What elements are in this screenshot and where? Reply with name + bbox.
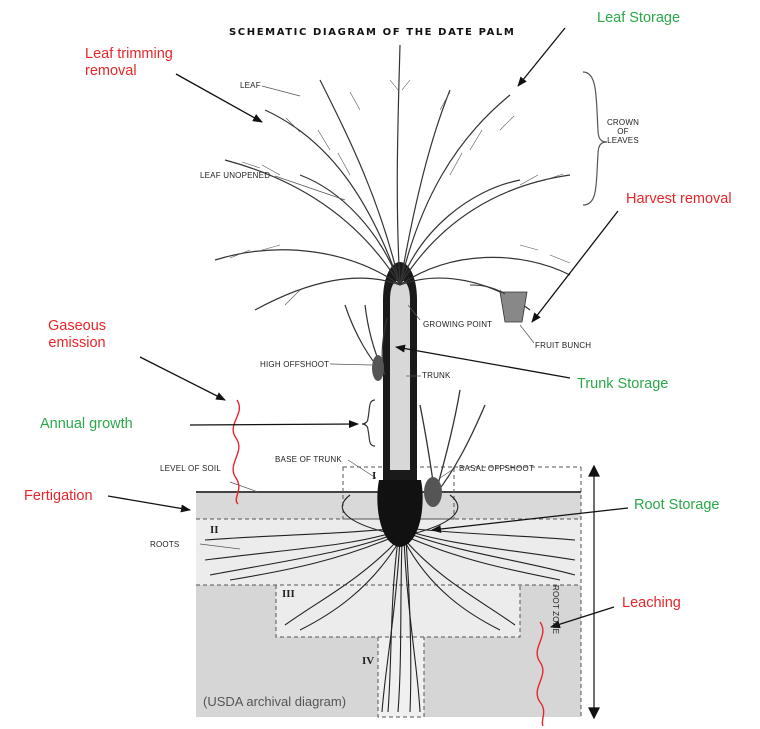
- high-offshoot-body: [372, 355, 384, 381]
- diagram-title: SCHEMATIC DIAGRAM OF THE DATE PALM: [229, 27, 515, 39]
- zone-3-area: [276, 585, 520, 637]
- leaf-part-label: LEAF: [240, 81, 261, 90]
- roots-label: ROOTS: [150, 540, 179, 549]
- trunk: [377, 262, 422, 547]
- fertigation-arrow: [108, 496, 190, 510]
- gaseous-emission-arrow: [140, 357, 225, 400]
- zone-1-numeral: I: [372, 470, 376, 483]
- growing-point-label: GROWING POINT: [423, 320, 492, 329]
- annual-growth-brace: [362, 400, 375, 446]
- trunk-storage-label: Trunk Storage: [577, 376, 668, 393]
- root-zone-arrow: [589, 466, 599, 718]
- trunk-part-label: TRUNK: [422, 371, 451, 380]
- zone-4-numeral: IV: [362, 655, 374, 668]
- level-of-soil-label: LEVEL OF SOIL: [160, 464, 221, 473]
- base-of-trunk-label: BASE OF TRUNK: [275, 455, 342, 464]
- high-offshoot-label: HIGH OFFSHOOT: [260, 360, 329, 369]
- fruit-bunch-shape: [500, 292, 527, 322]
- crown-of-leaves-label: CROWN OF LEAVES: [601, 118, 645, 146]
- root-storage-label: Root Storage: [634, 497, 719, 514]
- harvest-removal-arrow: [532, 211, 618, 322]
- leaf-unopened-label: LEAF UNOPENED: [200, 171, 270, 180]
- basal-offshoot-body: [424, 477, 442, 507]
- gaseous-emission-label: Gaseous emission: [48, 318, 106, 351]
- annual-growth-arrow: [190, 424, 358, 425]
- gaseous-emission-wave: [233, 400, 239, 504]
- basal-offshoot-label: BASAL OFFSHOOT: [459, 464, 534, 473]
- root-zone-label: ROOT ZONE: [551, 585, 560, 634]
- leaching-label: Leaching: [622, 595, 681, 612]
- zone-3-numeral: III: [282, 588, 295, 601]
- fruit-bunch-label: FRUIT BUNCH: [535, 341, 591, 350]
- leaf-storage-label: Leaf Storage: [597, 10, 680, 27]
- leaf-storage-arrow: [518, 28, 565, 86]
- leaf-trimming-label: Leaf trimming removal: [85, 46, 173, 79]
- zone-2-numeral: II: [210, 524, 219, 537]
- diagram-caption: (USDA archival diagram): [203, 695, 346, 710]
- harvest-removal-label: Harvest removal: [626, 191, 732, 208]
- annual-growth-label: Annual growth: [40, 416, 133, 433]
- fertigation-label: Fertigation: [24, 488, 93, 505]
